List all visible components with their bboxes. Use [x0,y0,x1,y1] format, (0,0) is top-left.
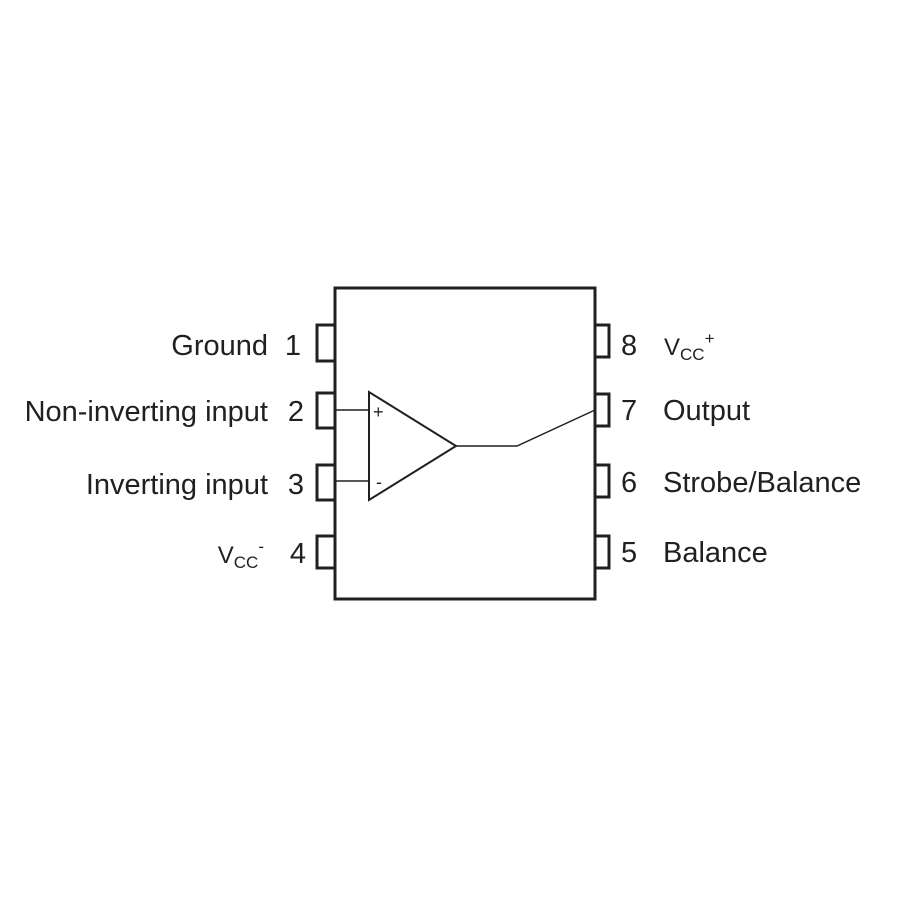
pin-7-label: Output [663,395,750,427]
ic-package-body [333,286,597,601]
opamp-triangle-symbol [368,390,458,502]
opamp-plus-sign: + [373,402,384,422]
pin-7-number: 7 [621,395,637,427]
pin-3-number: 3 [288,469,304,501]
pin-6-label: Strobe/Balance [663,467,861,499]
pin-7-tab [595,392,611,428]
pin-4-supply-superscript: - [258,537,264,556]
pin-8-number: 8 [621,330,637,362]
pin-4-supply-base: V [218,542,234,569]
pin-4-supply-subscript: CC [234,553,259,572]
pin-8-supply-base: V [664,334,680,361]
pin-2-number: 2 [288,396,304,428]
pin-8-tab [595,323,611,359]
pin-5-tab [595,534,611,570]
output-wire [456,409,596,447]
pin-1-number: 1 [285,330,301,362]
pin-4-tab [315,534,335,570]
pin-1-tab [315,323,335,363]
pin-8-supply-label: VCC+ [664,329,715,364]
pin-6-tab [595,463,611,499]
pin-5-number: 5 [621,537,637,569]
opamp-minus-sign: - [376,472,382,492]
pin-8-supply-subscript: CC [680,345,705,364]
pin-1-label: Ground [171,330,268,362]
pin-6-number: 6 [621,467,637,499]
pin-2-label: Non-inverting input [25,396,268,428]
pin-2-tab [315,391,335,430]
pin-3-tab [315,463,335,502]
pin-3-label: Inverting input [86,469,268,501]
pin-4-number: 4 [290,538,306,570]
pin-4-supply-label: VCC- [218,537,264,572]
pin-8-supply-superscript: + [705,329,715,348]
pin-5-label: Balance [663,537,768,569]
